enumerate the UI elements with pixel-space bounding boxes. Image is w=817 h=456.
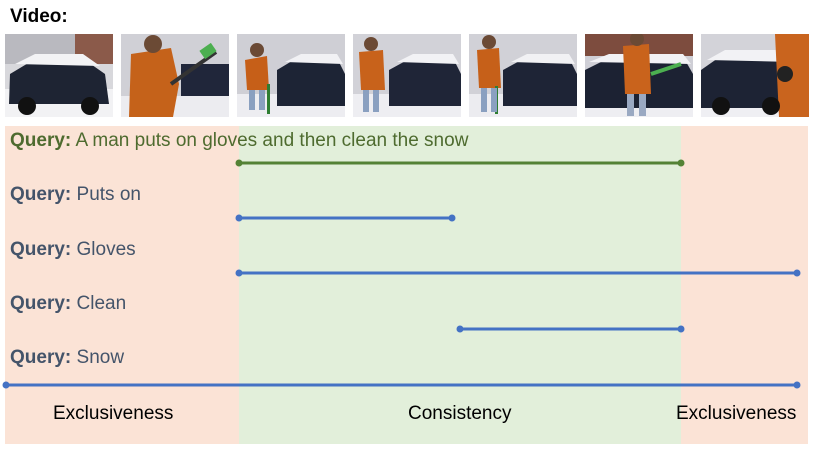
query-puts-on-prefix: Query: [10, 184, 72, 205]
segment-clean [456, 325, 685, 333]
segment-clean-start-dot [456, 325, 464, 333]
segment-snow [2, 381, 801, 389]
query-main-text: A man puts on gloves and then clean the … [75, 130, 469, 151]
query-puts-on: Query: Puts on [10, 184, 141, 206]
query-gloves: Query: Gloves [10, 239, 136, 261]
query-main-prefix: Query: [10, 130, 72, 151]
video-frame-5 [469, 34, 577, 117]
segment-main [235, 159, 685, 167]
segment-main-end-dot [677, 159, 685, 167]
query-main: Query: A man puts on gloves and then cle… [10, 130, 468, 152]
video-frame-3 [237, 34, 345, 117]
query-puts-on-text: Puts on [76, 184, 141, 205]
exclusiveness-region-right [681, 126, 808, 444]
video-frame-7 [701, 34, 809, 117]
video-frame-4 [353, 34, 461, 117]
video-frames-svg [5, 32, 809, 117]
query-snow-prefix: Query: [10, 347, 72, 368]
query-gloves-prefix: Query: [10, 239, 72, 260]
video-frame-strip [5, 32, 810, 117]
region-label-left: Exclusiveness [53, 403, 174, 424]
segment-puts-on-end-dot [448, 214, 456, 222]
query-snow-text: Snow [76, 347, 125, 368]
segment-snow-end-dot [793, 381, 801, 389]
query-snow: Query: Snow [10, 347, 124, 369]
query-clean: Query: Clean [10, 293, 126, 315]
segment-puts-on-start-dot [235, 214, 243, 222]
segment-clean-end-dot [677, 325, 685, 333]
consistency-region [239, 126, 681, 444]
segment-main-start-dot [235, 159, 243, 167]
region-label-right: Exclusiveness [676, 403, 797, 424]
segment-gloves-start-dot [235, 269, 243, 277]
video-frame-2 [121, 34, 229, 117]
video-label: Video: [10, 6, 68, 27]
segment-puts-on [235, 214, 456, 222]
segment-gloves-end-dot [793, 269, 801, 277]
segment-snow-start-dot [2, 381, 10, 389]
query-clean-prefix: Query: [10, 293, 72, 314]
segment-gloves [235, 269, 801, 277]
video-frame-1 [5, 34, 113, 117]
query-gloves-text: Gloves [76, 239, 136, 260]
query-clean-text: Clean [76, 293, 127, 314]
region-label-middle: Consistency [408, 403, 512, 424]
exclusiveness-region-left [5, 126, 239, 444]
video-frame-6 [585, 32, 693, 117]
